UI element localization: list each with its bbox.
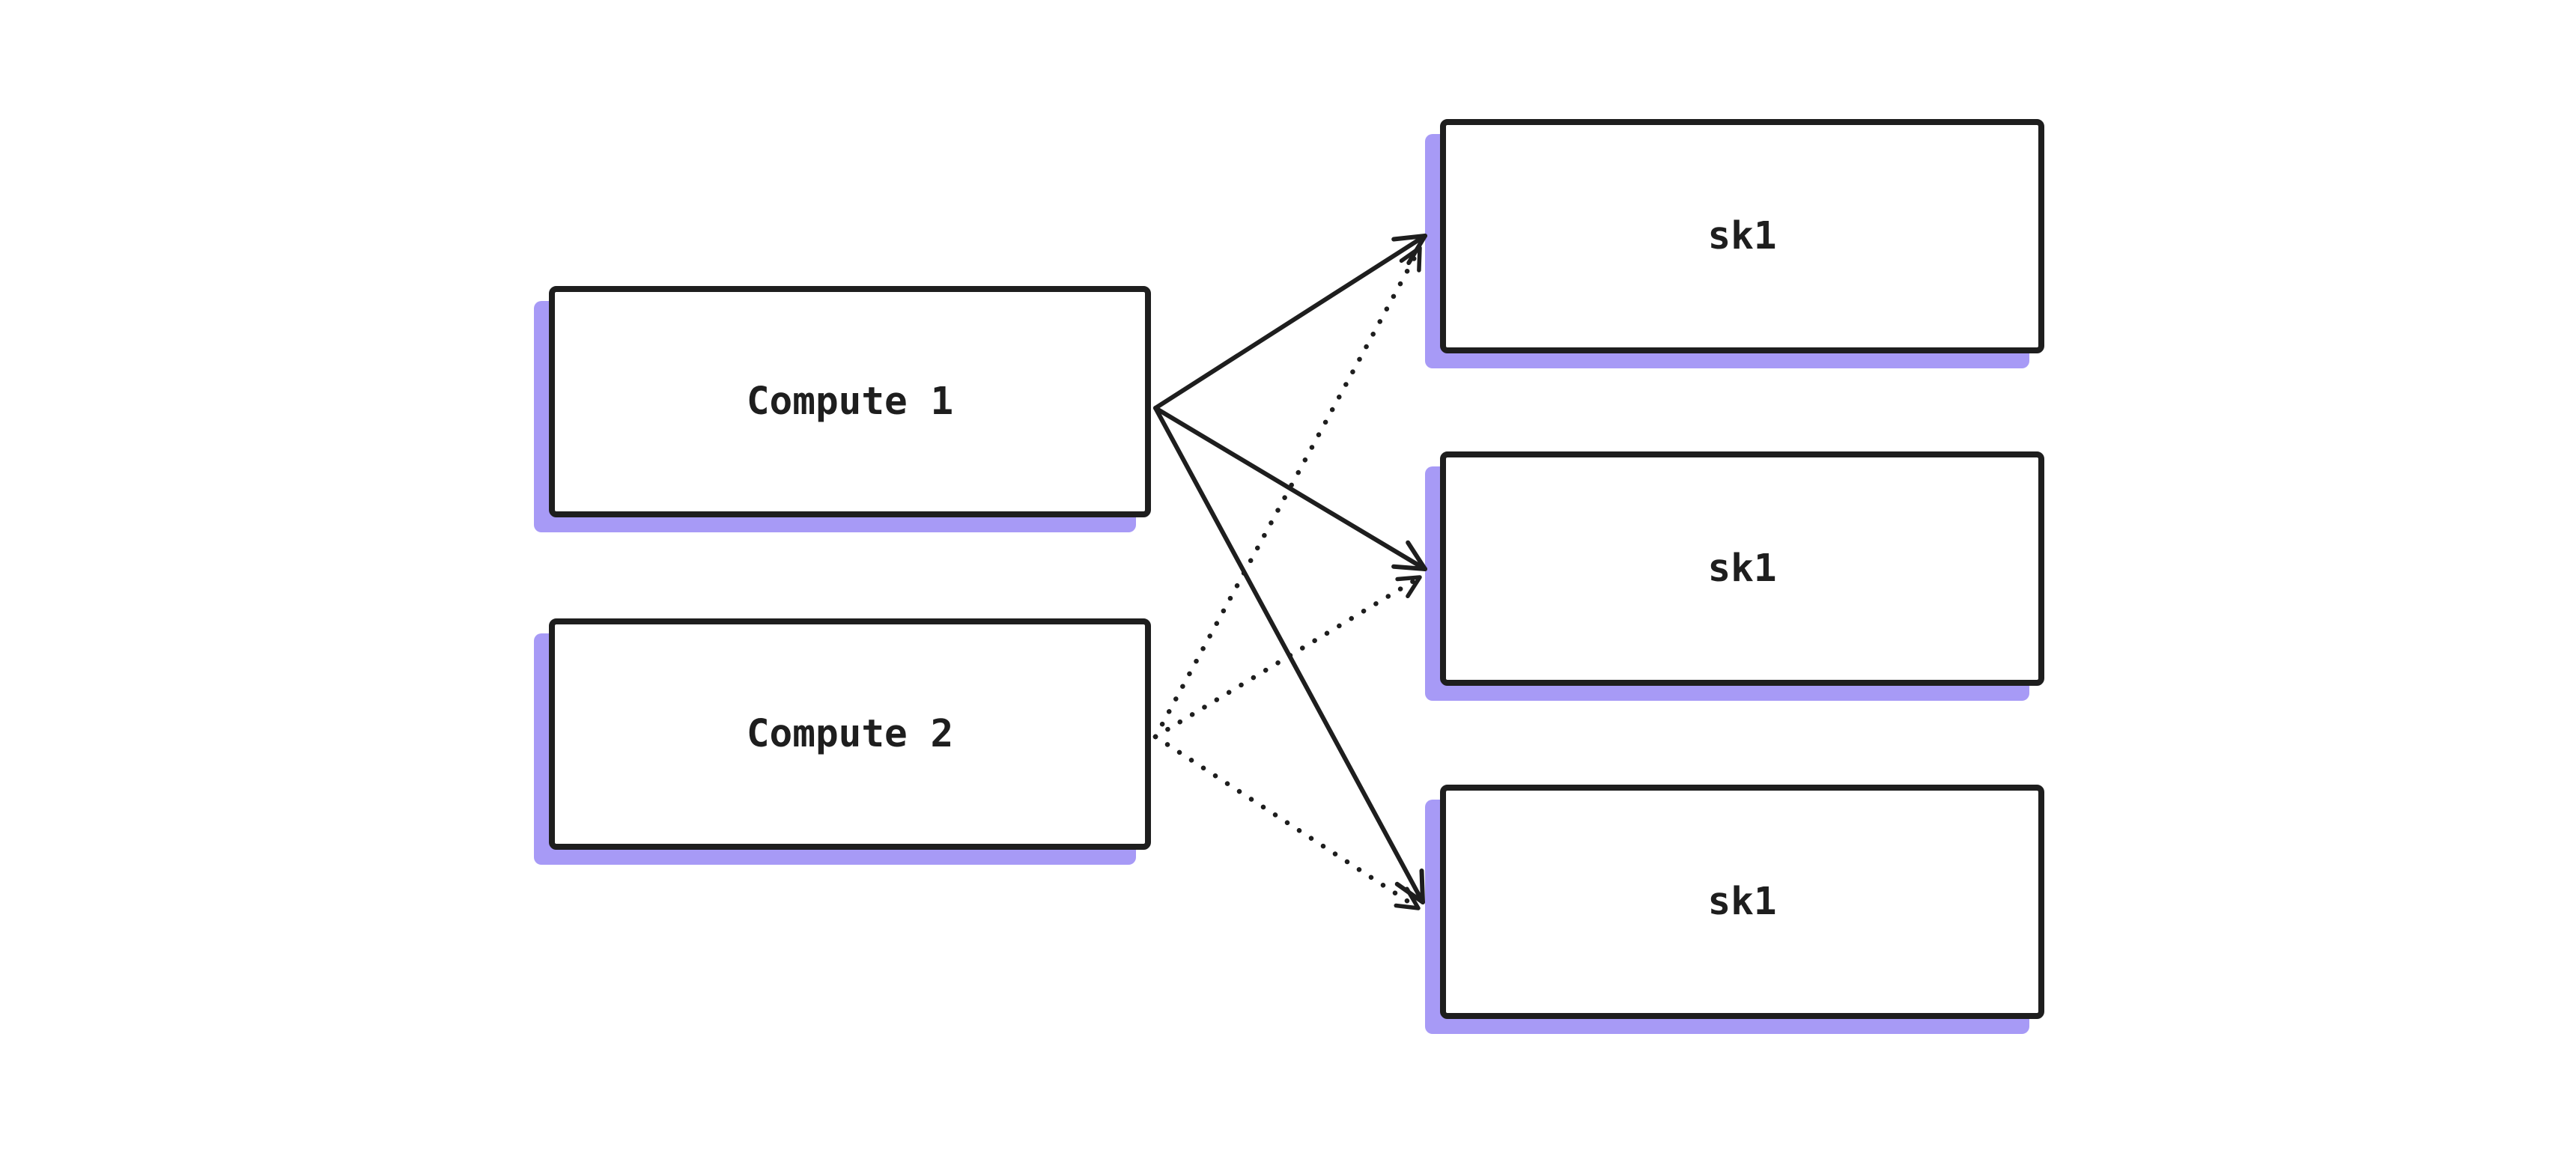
- node-compute-1[interactable]: Compute 1: [549, 286, 1151, 517]
- edge-line-dotted[interactable]: [1152, 574, 1423, 740]
- edge-line-dotted[interactable]: [1152, 734, 1421, 911]
- edge-compute2-sk1a[interactable]: [1152, 245, 1423, 740]
- node-sk1-top-label: sk1: [1707, 214, 1777, 258]
- node-compute-1-label: Compute 1: [746, 380, 954, 424]
- node-sk1-middle-label: sk1: [1707, 547, 1777, 591]
- node-sk1-bottom[interactable]: sk1: [1440, 785, 2044, 1019]
- edge-compute1-sk1a[interactable]: [1153, 234, 1427, 410]
- node-sk1-bottom-label: sk1: [1707, 880, 1777, 924]
- edge-compute2-sk1c[interactable]: [1152, 734, 1421, 911]
- node-sk1-middle[interactable]: sk1: [1440, 451, 2044, 686]
- node-sk1-top[interactable]: sk1: [1440, 119, 2044, 353]
- edge-line-solid[interactable]: [1153, 406, 1427, 571]
- node-compute-2[interactable]: Compute 2: [549, 618, 1151, 850]
- edge-compute1-sk1b[interactable]: [1153, 406, 1427, 571]
- edge-compute2-sk1b[interactable]: [1152, 574, 1423, 740]
- edge-arrowhead: [1394, 886, 1421, 910]
- edge-arrowhead: [1391, 540, 1427, 571]
- node-compute-2-label: Compute 2: [746, 712, 954, 756]
- edge-arrowhead: [1395, 575, 1422, 599]
- edge-line-solid[interactable]: [1153, 234, 1427, 410]
- edge-arrowhead: [1399, 246, 1422, 273]
